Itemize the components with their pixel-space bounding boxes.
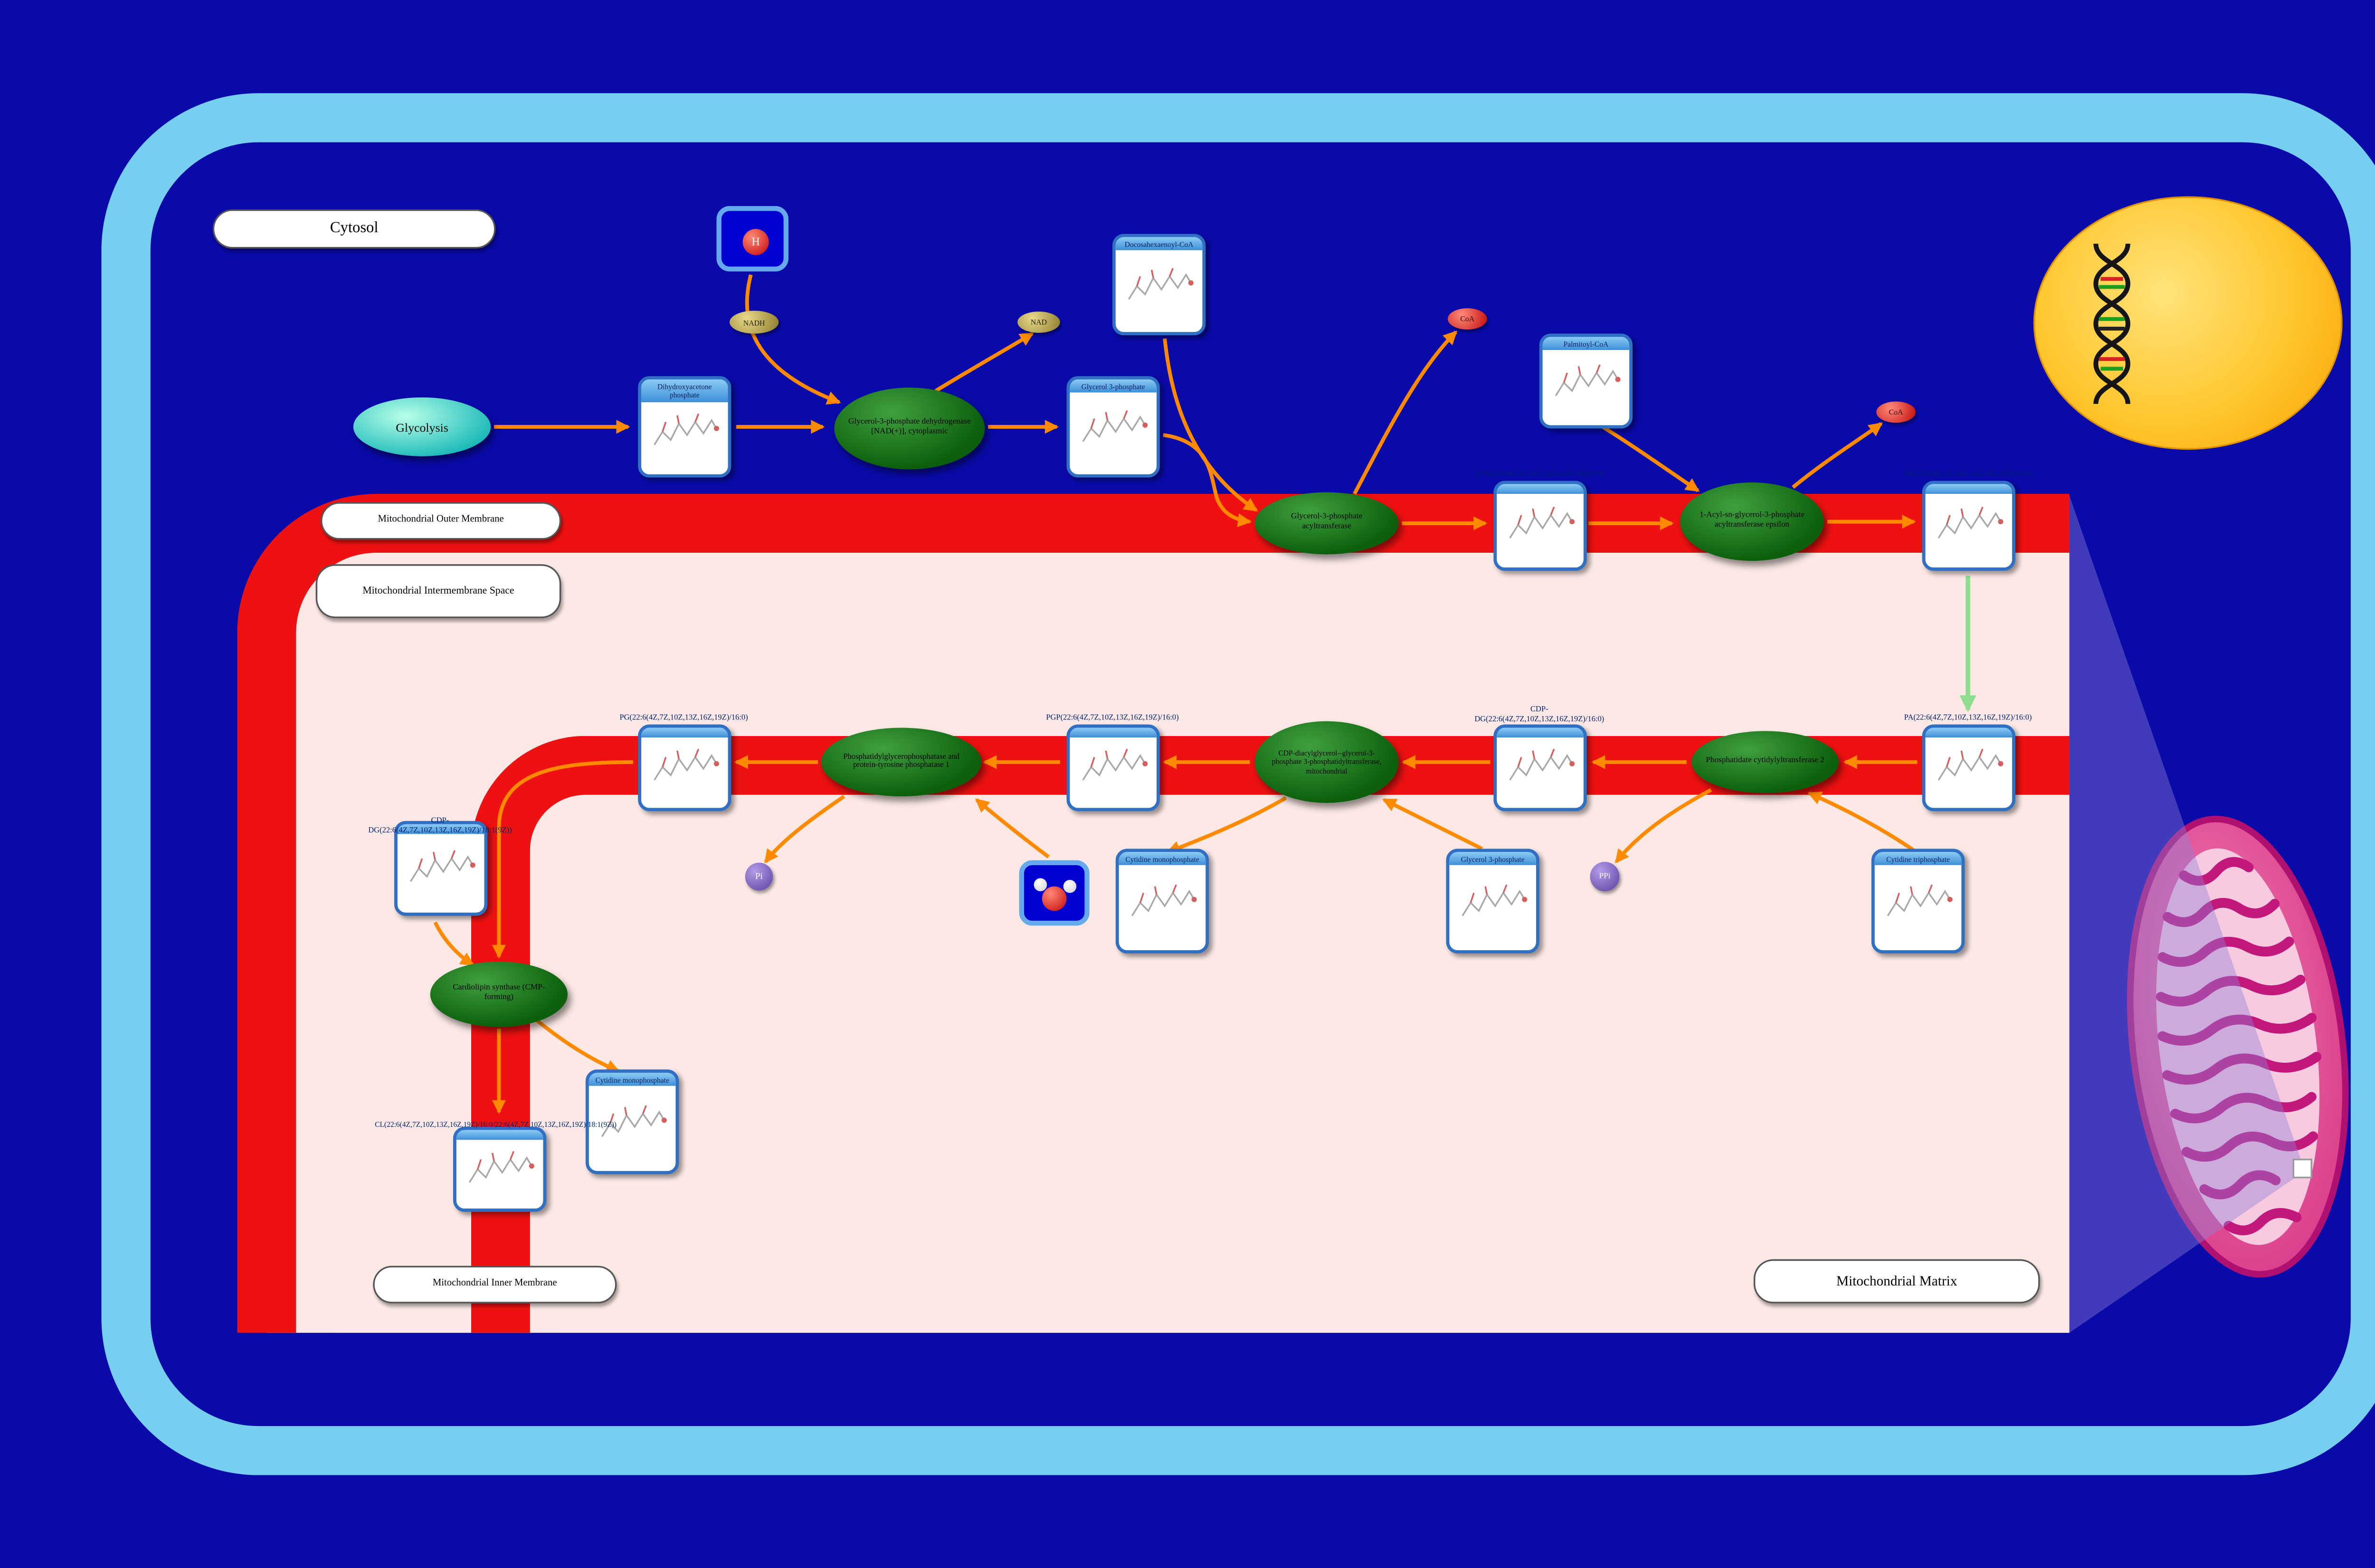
metabolite-cdp-dg[interactable] bbox=[1493, 724, 1587, 812]
enzyme-cardiolipin-synthase[interactable]: Cardiolipin synthase (CMP-forming) bbox=[430, 962, 568, 1027]
metabolite-ctp-label: Cytidine triphosphate bbox=[1874, 852, 1962, 866]
cofactor-coa-2[interactable]: CoA bbox=[1876, 401, 1916, 423]
box-header bbox=[1070, 727, 1157, 738]
box-header bbox=[641, 727, 728, 738]
structure-thumbnail bbox=[1457, 879, 1529, 937]
compartment-label-inner-membrane: Mitochondrial Inner Membrane bbox=[373, 1266, 617, 1304]
metabolite-cmp-inner-label: Cytidine monophosphate bbox=[589, 1073, 676, 1086]
metabolite-dha-coa-label: Docosahexaenoyl-CoA bbox=[1115, 237, 1203, 251]
box-header bbox=[1497, 727, 1584, 738]
structure-thumbnail bbox=[1504, 744, 1577, 802]
metabolite-cl-label: CL(22:6(4Z,7Z,10Z,13Z,16Z,19Z)/16:0/22:6… bbox=[375, 1120, 617, 1129]
metabolite-pg-label: PG(22:6(4Z,7Z,10Z,13Z,16Z,19Z)/16:0) bbox=[619, 714, 748, 723]
metabolite-cdp-dg-2-label-line1: CDP- bbox=[431, 817, 449, 826]
metabolite-palmitoyl-coa-label: Palmitoyl-CoA bbox=[1542, 337, 1630, 351]
metabolite-cdp-dg-2-label: CDP- DG(22:6(4Z,7Z,10Z,13Z,16Z,19Z)/18:1… bbox=[368, 818, 512, 837]
cofactor-h-chip[interactable]: H bbox=[716, 206, 788, 272]
structure-thumbnail bbox=[1126, 879, 1198, 937]
structure-thumbnail bbox=[649, 744, 721, 802]
box-header bbox=[397, 824, 484, 834]
metabolite-dhap-label: Dihydroxyacetone phosphate bbox=[641, 379, 728, 402]
structure-thumbnail bbox=[1933, 744, 2005, 802]
mitochondrion-illustration bbox=[2127, 815, 2349, 1278]
box-header bbox=[1925, 727, 2012, 738]
cofactor-nad[interactable]: NAD bbox=[1017, 312, 1060, 333]
metabolite-pa-inner[interactable] bbox=[1922, 724, 2015, 812]
box-header bbox=[456, 1130, 543, 1140]
compartment-label-intermembrane-space: Mitochondrial Intermembrane Space bbox=[315, 564, 561, 618]
metabolite-cdp-dg-label-line2: DG(22:6(4Z,7Z,10Z,13Z,16Z,19Z)/16:0) bbox=[1474, 716, 1605, 725]
structure-thumbnail bbox=[1077, 405, 1150, 463]
metabolite-docosahexaenoyl-coa[interactable]: Docosahexaenoyl-CoA bbox=[1112, 234, 1206, 335]
metabolite-cmp-matrix[interactable]: Cytidine monophosphate bbox=[1115, 849, 1209, 954]
enzyme-cds2[interactable]: Phosphatidate cytidylyltransferase 2 bbox=[1691, 731, 1839, 793]
metabolite-cl[interactable] bbox=[453, 1126, 547, 1212]
enzyme-pgs1[interactable]: CDP-diacylglycerol--glycerol-3-phosphate… bbox=[1254, 721, 1399, 803]
metabolite-cmp-inner[interactable]: Cytidine monophosphate bbox=[585, 1069, 679, 1174]
metabolite-pgp-label: PGP(22:6(4Z,7Z,10Z,13Z,16Z,19Z)/16:0) bbox=[1046, 714, 1179, 723]
structure-thumbnail bbox=[1504, 502, 1577, 559]
oxygen-atom-icon bbox=[1042, 886, 1067, 911]
inner-membrane-band bbox=[471, 736, 2070, 1333]
structure-thumbnail bbox=[1882, 879, 1954, 937]
compartment-label-outer-membrane: Mitochondrial Outer Membrane bbox=[321, 502, 561, 540]
box-header bbox=[1497, 484, 1584, 494]
nucleus bbox=[2033, 196, 2343, 450]
metabolite-pgp[interactable] bbox=[1066, 724, 1160, 812]
cofactor-h2o-chip[interactable] bbox=[1019, 860, 1090, 926]
structure-thumbnail bbox=[1123, 263, 1195, 320]
metabolite-ctp[interactable]: Cytidine triphosphate bbox=[1871, 849, 1965, 954]
compartment-label-matrix: Mitochondrial Matrix bbox=[1753, 1259, 2040, 1304]
metabolite-dhap[interactable]: Dihydroxyacetone phosphate bbox=[638, 376, 732, 478]
structure-thumbnail bbox=[649, 409, 721, 467]
hydrogen-atom-icon bbox=[1034, 878, 1047, 891]
metabolite-pa-outer[interactable] bbox=[1922, 481, 2015, 571]
metabolite-lpa-label: LPA(22:6(4Z,7Z,10Z,13Z,16Z,19Z)/0:0) bbox=[1475, 471, 1604, 480]
structure-thumbnail bbox=[1550, 359, 1622, 416]
enzyme-gpd1[interactable]: Glycerol-3-phosphate dehydrogenase [NAD(… bbox=[834, 387, 985, 470]
metabolite-palmitoyl-coa[interactable]: Palmitoyl-CoA bbox=[1539, 333, 1633, 429]
cofactor-pi[interactable]: Pi bbox=[745, 862, 773, 891]
structure-thumbnail bbox=[405, 845, 477, 902]
metabolite-pg[interactable] bbox=[638, 724, 732, 812]
cofactor-ppi[interactable]: PPi bbox=[1590, 861, 1620, 891]
metabolite-g3p-matrix-label: Glycerol 3-phosphate bbox=[1449, 852, 1536, 866]
hydrogen-atom-icon bbox=[1063, 879, 1077, 893]
h-atom-icon: H bbox=[742, 229, 769, 255]
metabolite-cdp-dg-2-label-line2: DG(22:6(4Z,7Z,10Z,13Z,16Z,19Z)/18:1(9Z)) bbox=[368, 827, 512, 836]
structure-thumbnail bbox=[464, 1145, 536, 1203]
metabolite-cdp-dg-2[interactable] bbox=[394, 821, 488, 916]
structure-thumbnail bbox=[1077, 744, 1150, 802]
metabolite-pa-outer-label: PA(22:6(4Z,7Z,10Z,13Z,16Z,19Z)/16:0) bbox=[1904, 471, 2032, 480]
metabolite-cdp-dg-label-line1: CDP- bbox=[1530, 706, 1548, 715]
box-header bbox=[1925, 484, 2012, 494]
metabolite-pa-inner-label: PA(22:6(4Z,7Z,10Z,13Z,16Z,19Z)/16:0) bbox=[1904, 714, 2032, 723]
cofactor-nadh[interactable]: NADH bbox=[729, 311, 779, 334]
cofactor-coa-1[interactable]: CoA bbox=[1447, 308, 1487, 330]
pathway-link-glycolysis[interactable]: Glycolysis bbox=[353, 397, 491, 456]
compartment-label-cytosol: Cytosol bbox=[212, 209, 496, 249]
metabolite-g3p-cytosol-label: Glycerol 3-phosphate bbox=[1070, 379, 1157, 393]
enzyme-gpat[interactable]: Glycerol-3-phosphate acyltransferase bbox=[1254, 492, 1399, 555]
dna-icon bbox=[2093, 244, 2130, 404]
enzyme-agpat-epsilon[interactable]: 1-Acyl-sn-glycerol-3-phosphate acyltrans… bbox=[1680, 482, 1824, 561]
metabolite-g3p-matrix[interactable]: Glycerol 3-phosphate bbox=[1446, 849, 1539, 954]
metabolite-g3p-cytosol[interactable]: Glycerol 3-phosphate bbox=[1066, 376, 1160, 478]
structure-thumbnail bbox=[596, 1100, 668, 1158]
enzyme-ptpmt1[interactable]: Phosphatidylglycerophosphatase and prote… bbox=[821, 727, 982, 797]
metabolite-lpa[interactable] bbox=[1493, 481, 1587, 571]
metabolite-cdp-dg-label: CDP- DG(22:6(4Z,7Z,10Z,13Z,16Z,19Z)/16:0… bbox=[1474, 707, 1604, 726]
structure-thumbnail bbox=[1933, 502, 2005, 559]
metabolite-cmp-matrix-label: Cytidine monophosphate bbox=[1119, 852, 1206, 866]
